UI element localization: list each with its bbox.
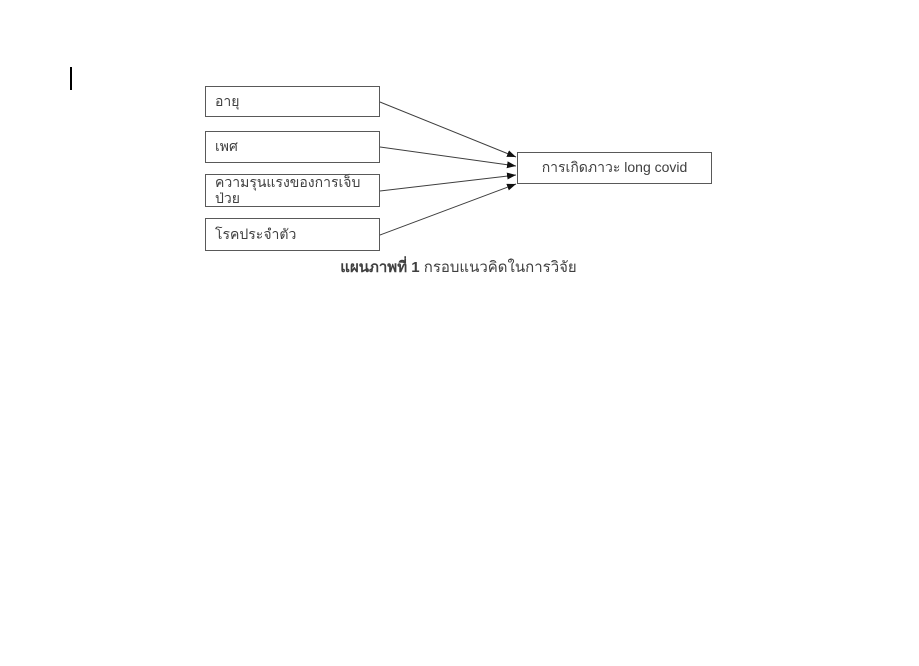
figure-caption: แผนภาพที่ 1 กรอบแนวคิดในการวิจัย [205,255,712,279]
outcome-box-long-covid: การเกิดภาวะ long covid [517,152,712,184]
arrow-disease-to-outcome [379,183,517,236]
figure-caption-text: กรอบแนวคิดในการวิจัย [419,259,577,276]
factor-box-underlying-disease: โรคประจำตัว [205,218,380,251]
factor-label-severity: ความรุนแรงของการเจ็บป่วย [215,174,361,206]
factor-label-underlying-disease: โรคประจำตัว [215,225,297,242]
arrow-sex-to-outcome [379,146,517,169]
text-cursor-icon[interactable] [70,67,72,90]
factor-box-age: อายุ [205,86,380,117]
factor-label-age: อายุ [215,92,240,109]
figure-caption-number: แผนภาพที่ 1 [340,259,420,276]
outcome-label: การเกิดภาวะ long covid [541,159,688,176]
arrow-severity-to-outcome [379,172,517,192]
arrow-age-to-outcome [379,101,517,158]
factor-box-sex: เพศ [205,131,380,163]
factor-label-sex: เพศ [215,138,238,155]
factor-box-severity: ความรุนแรงของการเจ็บป่วย [205,174,380,207]
